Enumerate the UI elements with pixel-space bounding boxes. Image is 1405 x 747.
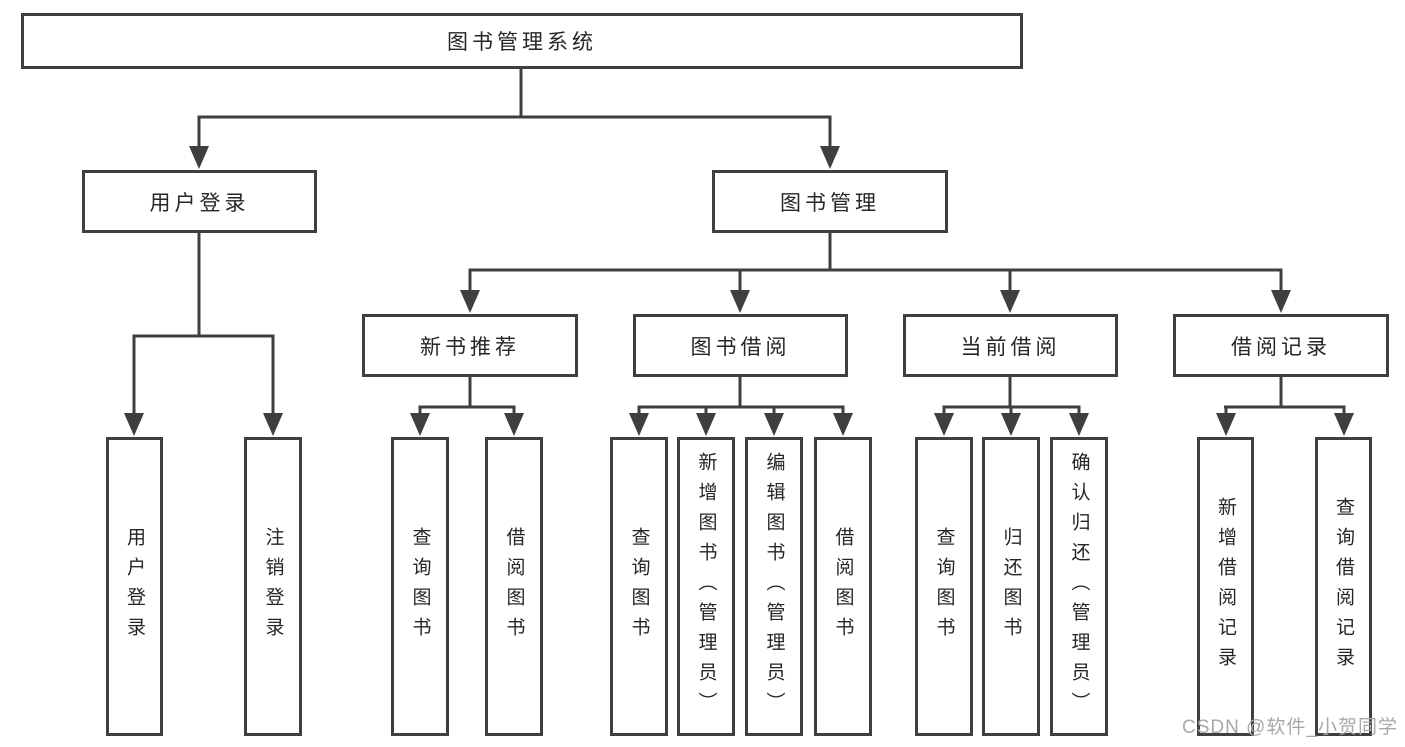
arrowhead-down-icon <box>1069 413 1089 436</box>
node-label: 借阅记录 <box>1231 335 1331 359</box>
node-new-book-recommend: 新书推荐 <box>362 314 578 377</box>
node-label: 注销登录 <box>262 526 284 647</box>
node-label: 查询图书 <box>628 526 650 647</box>
node-label: 借阅图书 <box>503 526 525 647</box>
node-label: 查询借阅记录 <box>1333 496 1354 677</box>
node-label: 归还图书 <box>1000 526 1022 647</box>
arrowhead-down-icon <box>460 290 480 313</box>
node-label: 图书管理 <box>780 191 880 215</box>
node-label: 编辑图书（管理员） <box>763 451 785 722</box>
arrowhead-down-icon <box>629 413 649 436</box>
arrowhead-down-icon <box>504 413 524 436</box>
node-label: 用户登录 <box>124 526 145 647</box>
node-label: 新增借阅记录 <box>1215 496 1236 677</box>
node-label: 借阅图书 <box>832 526 854 647</box>
node-book-borrow: 图书借阅 <box>633 314 848 377</box>
node-label: 当前借阅 <box>960 335 1061 359</box>
arrowhead-down-icon <box>263 413 283 436</box>
leaf-user-login: 用户登录 <box>106 437 163 736</box>
node-current-borrow: 当前借阅 <box>903 314 1118 377</box>
node-borrow-records: 借阅记录 <box>1173 314 1389 377</box>
arrowhead-down-icon <box>730 290 750 313</box>
arrowhead-down-icon <box>1001 413 1021 436</box>
leaf-query-books-current: 查询图书 <box>915 437 973 736</box>
arrowhead-down-icon <box>934 413 954 436</box>
node-label: 图书管理系统 <box>447 31 597 54</box>
node-label: 确认归还（管理员） <box>1068 451 1090 722</box>
leaf-borrow-books: 借阅图书 <box>814 437 872 736</box>
node-label: 用户登录 <box>149 191 250 215</box>
node-label: 新增图书（管理员） <box>695 451 717 722</box>
arrowhead-down-icon <box>1334 413 1354 436</box>
leaf-add-borrow-record: 新增借阅记录 <box>1197 437 1254 736</box>
leaf-confirm-return-admin: 确认归还（管理员） <box>1050 437 1108 736</box>
leaf-edit-books-admin: 编辑图书（管理员） <box>745 437 803 736</box>
node-user-login: 用户登录 <box>82 170 317 233</box>
arrowhead-down-icon <box>820 146 840 169</box>
node-book-management: 图书管理 <box>712 170 948 233</box>
node-label: 新书推荐 <box>420 335 520 359</box>
watermark: CSDN @软件_小贺同学 <box>1182 717 1398 738</box>
arrowhead-down-icon <box>1000 290 1020 313</box>
arrowhead-down-icon <box>189 146 209 169</box>
node-library-management-system: 图书管理系统 <box>21 13 1023 69</box>
arrowhead-down-icon <box>833 413 853 436</box>
leaf-borrow-books-recommend: 借阅图书 <box>485 437 543 736</box>
arrowhead-down-icon <box>410 413 430 436</box>
arrowhead-down-icon <box>124 413 144 436</box>
leaf-query-books-recommend: 查询图书 <box>391 437 449 736</box>
leaf-logout: 注销登录 <box>244 437 302 736</box>
leaf-query-books-borrow: 查询图书 <box>610 437 668 736</box>
leaf-return-books: 归还图书 <box>982 437 1040 736</box>
arrowhead-down-icon <box>1216 413 1236 436</box>
node-label: 图书借阅 <box>690 335 791 359</box>
arrowhead-down-icon <box>764 413 784 436</box>
leaf-add-books-admin: 新增图书（管理员） <box>677 437 735 736</box>
arrowhead-down-icon <box>1271 290 1291 313</box>
leaf-query-borrow-record: 查询借阅记录 <box>1315 437 1372 736</box>
node-label: 查询图书 <box>933 526 955 647</box>
arrowhead-down-icon <box>696 413 716 436</box>
node-label: 查询图书 <box>409 526 431 647</box>
